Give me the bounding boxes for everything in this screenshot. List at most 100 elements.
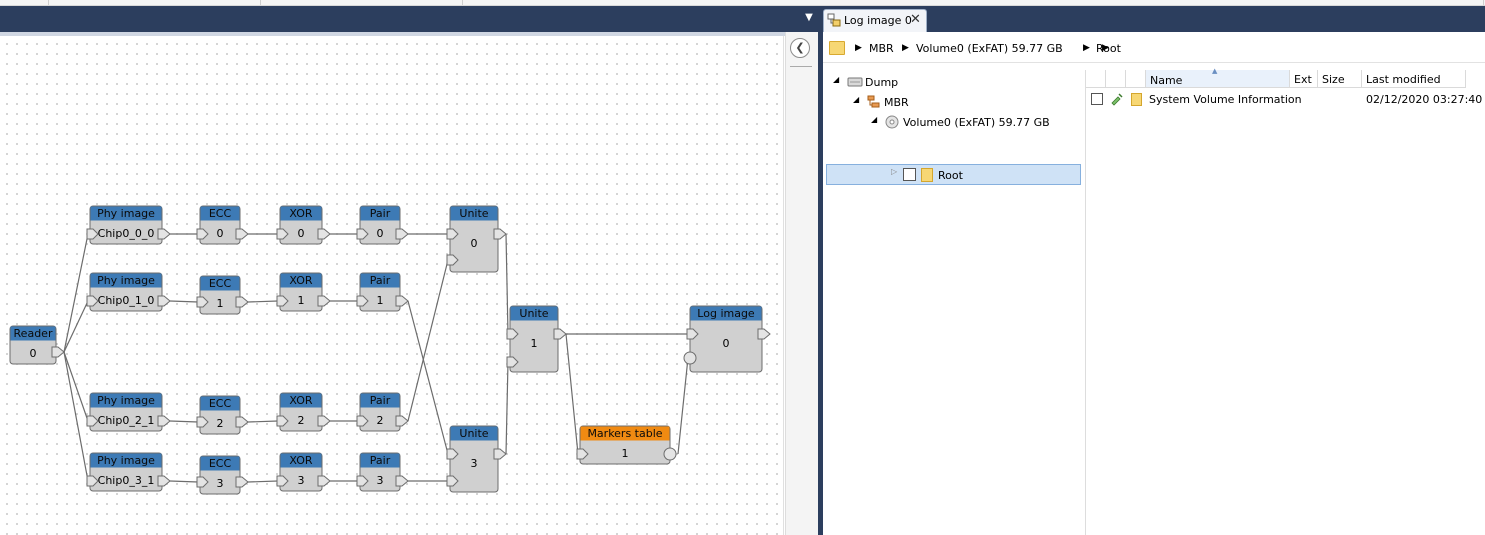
tree-expander-icon[interactable]: ◢ [871, 115, 878, 124]
panel-menu-dropdown-icon[interactable]: ▼ [805, 12, 813, 23]
table-row[interactable]: System Volume Information 02/12/2020 03:… [1086, 90, 1485, 110]
output-port[interactable] [317, 475, 331, 487]
input-port[interactable] [506, 356, 519, 368]
output-port[interactable] [157, 295, 171, 307]
output-port[interactable] [317, 295, 331, 307]
tab-close-icon[interactable]: ✕ [910, 12, 921, 27]
tree-item-checkbox[interactable] [903, 168, 916, 181]
input-port[interactable] [576, 448, 589, 460]
column-header-ext[interactable]: Ext [1290, 70, 1318, 88]
output-port[interactable] [235, 476, 249, 488]
column-header-name[interactable]: ▲ Name [1146, 67, 1290, 88]
output-port[interactable] [157, 475, 171, 487]
tree-expander-icon[interactable]: ▷ [891, 167, 898, 176]
output-port[interactable] [663, 447, 677, 461]
column-header-size[interactable]: Size [1318, 70, 1362, 88]
chevron-right-icon[interactable]: ▶ [1083, 43, 1090, 53]
output-port[interactable] [395, 475, 409, 487]
chevron-right-icon[interactable]: ▶ [855, 43, 862, 53]
breadcrumb-item-mbr[interactable]: MBR [869, 42, 894, 55]
input-port[interactable] [356, 295, 369, 307]
input-port[interactable] [446, 254, 459, 266]
column-header-folder[interactable] [1126, 70, 1146, 88]
input-port[interactable] [686, 328, 699, 340]
tab-log-image[interactable]: Log image 0 ✕ [823, 9, 927, 32]
column-header-checkbox[interactable] [1086, 70, 1106, 88]
input-port[interactable] [446, 448, 459, 460]
column-header-icon[interactable] [1106, 70, 1126, 88]
input-port[interactable] [446, 475, 459, 487]
output-port[interactable] [235, 416, 249, 428]
chevron-right-icon[interactable]: ▶ [1102, 43, 1109, 53]
output-port[interactable] [317, 228, 331, 240]
chevron-right-icon[interactable]: ▶ [902, 43, 909, 53]
output-port[interactable] [235, 228, 249, 240]
input-port[interactable] [356, 475, 369, 487]
output-port[interactable] [553, 328, 567, 340]
tree-item-root[interactable]: ▷ Root [891, 166, 1071, 184]
row-checkbox[interactable] [1091, 93, 1103, 105]
output-port[interactable] [757, 328, 771, 340]
tree-expander-icon[interactable]: ◢ [853, 95, 860, 104]
output-port[interactable] [395, 228, 409, 240]
input-port[interactable] [683, 351, 697, 365]
input-port[interactable] [446, 228, 459, 240]
output-port[interactable] [317, 415, 331, 427]
input-port[interactable] [86, 415, 99, 427]
output-port[interactable] [395, 295, 409, 307]
input-port[interactable] [196, 416, 209, 428]
input-port[interactable] [196, 476, 209, 488]
tree-item-dump[interactable]: ◢ Dump [833, 74, 1073, 92]
output-port[interactable] [235, 296, 249, 308]
input-port[interactable] [86, 228, 99, 240]
input-port[interactable] [276, 415, 289, 427]
output-port[interactable] [157, 415, 171, 427]
input-port[interactable] [506, 328, 519, 340]
output-port[interactable] [493, 228, 507, 240]
input-port[interactable] [276, 295, 289, 307]
input-port[interactable] [276, 228, 289, 240]
input-port[interactable] [86, 475, 99, 487]
tree-expander-icon[interactable]: ◢ [833, 75, 840, 84]
input-port[interactable] [356, 228, 369, 240]
input-port[interactable] [196, 296, 209, 308]
output-port[interactable] [493, 448, 507, 460]
output-port[interactable] [157, 228, 171, 240]
input-port[interactable] [196, 228, 209, 240]
output-port[interactable] [51, 346, 65, 358]
tree-item-volume0[interactable]: ◢ Volume0 (ExFAT) 59.77 GB [871, 114, 1081, 132]
breadcrumb-item-root[interactable]: Root [1096, 42, 1121, 55]
column-header-last-modified[interactable]: Last modified [1362, 70, 1466, 88]
output-port[interactable] [395, 415, 409, 427]
input-port[interactable] [356, 415, 369, 427]
breadcrumb-item-volume0[interactable]: Volume0 (ExFAT) 59.77 GB [916, 42, 1063, 55]
input-port[interactable] [86, 295, 99, 307]
input-port[interactable] [276, 475, 289, 487]
tree-item-mbr[interactable]: ◢ MBR [853, 94, 1073, 112]
panel-divider[interactable] [818, 32, 823, 535]
collapse-panel-chevron-icon[interactable]: ❮ [790, 38, 810, 58]
